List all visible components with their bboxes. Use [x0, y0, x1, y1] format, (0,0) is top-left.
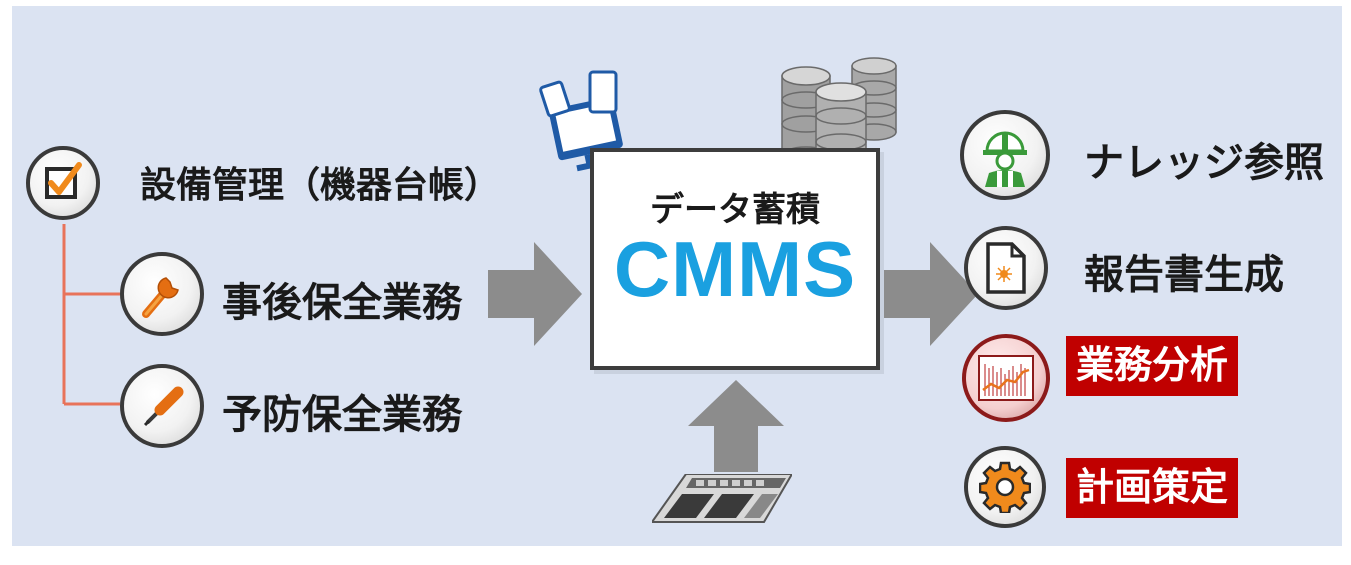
data-accumulation-label: データ蓄積: [650, 190, 820, 230]
chart-icon: [962, 334, 1050, 422]
report-generation-label: 報告書生成: [1084, 252, 1284, 298]
planning-badge: 計画策定: [1066, 458, 1239, 518]
cmms-title: CMMS: [613, 225, 857, 313]
gear-icon: [964, 446, 1046, 528]
cmms-box: データ蓄積 CMMS: [590, 148, 880, 370]
diagram-canvas: 設備管理（機器台帳） 事後保全業務 予防保全業務: [12, 6, 1342, 546]
checkbox-icon: [26, 146, 100, 220]
arrow-right-output: [884, 242, 978, 346]
knowledge-reference-label: ナレッジ参照: [1084, 140, 1324, 186]
sensor-device-icon: [652, 474, 792, 523]
business-analysis-badge: 業務分析: [1066, 336, 1239, 396]
document-icon: [964, 226, 1048, 310]
screwdriver-icon: [120, 364, 204, 448]
corrective-maintenance-label: 事後保全業務: [222, 280, 462, 326]
equipment-management-label: 設備管理（機器台帳）: [140, 165, 501, 206]
arrow-up-input: [688, 380, 784, 472]
preventive-maintenance-label: 予防保全業務: [222, 392, 462, 438]
tree-connector: [62, 224, 120, 406]
devices-icon: [539, 70, 623, 172]
wrench-icon: [120, 252, 204, 336]
worker-icon: [960, 110, 1050, 200]
arrow-right-input: [488, 242, 582, 346]
